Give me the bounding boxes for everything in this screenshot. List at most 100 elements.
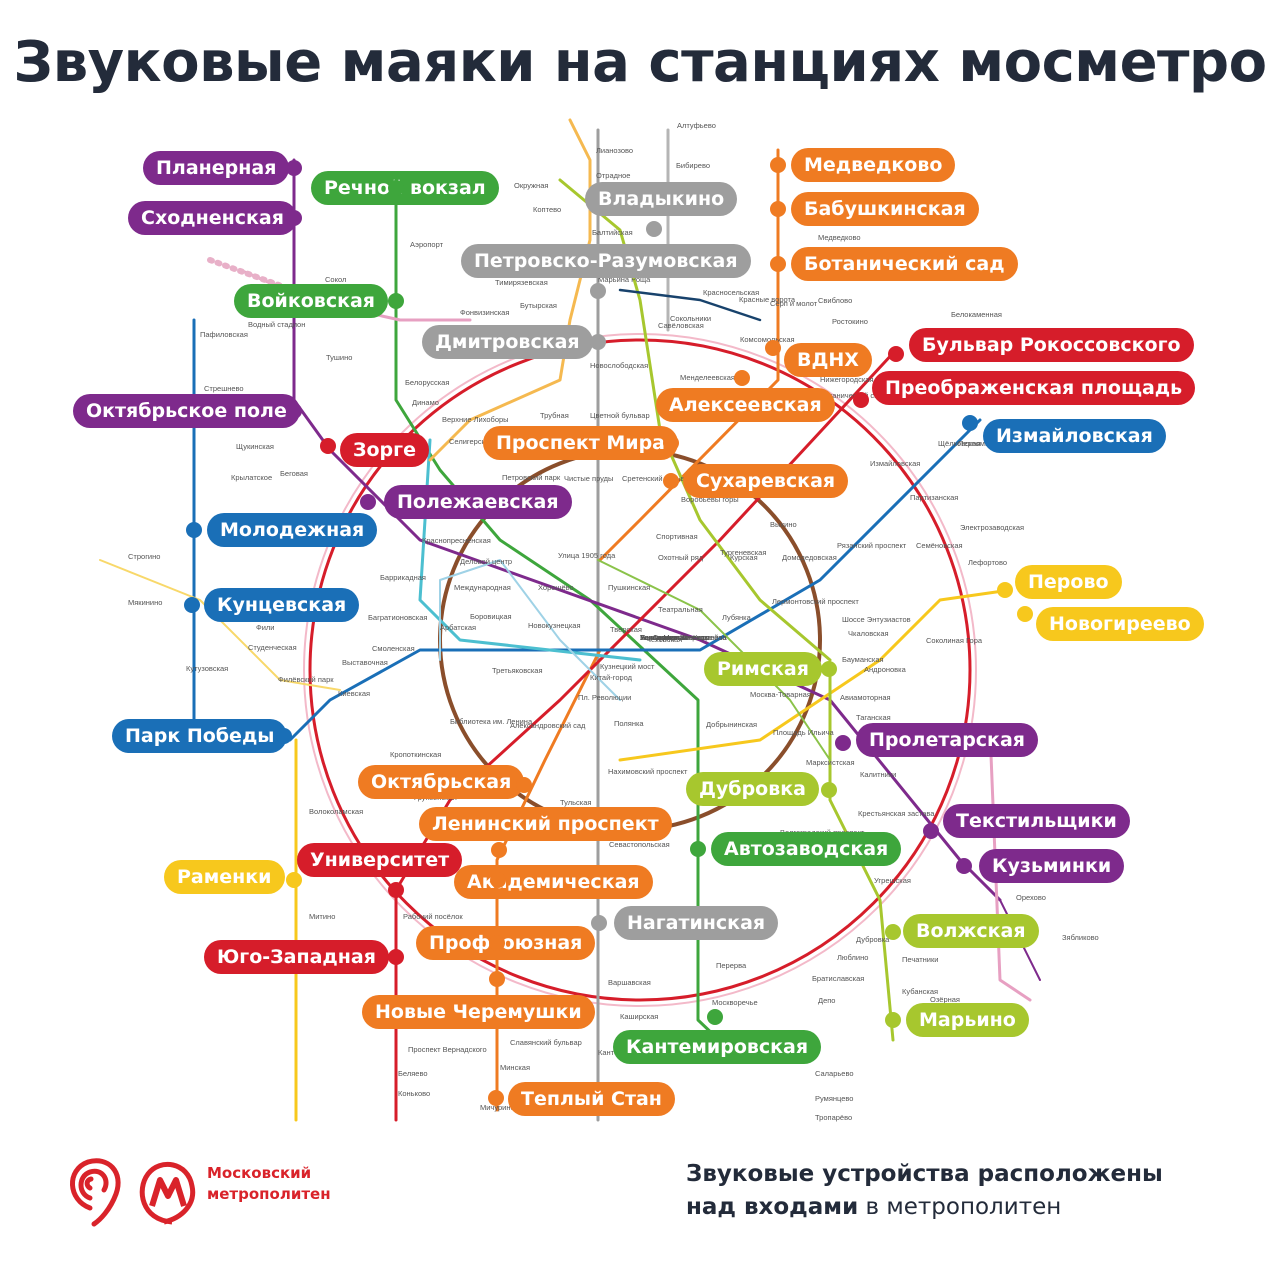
map-station-label: Ул. Сергея Эйзенштейна <box>640 633 728 642</box>
map-station-label: Тургеневская <box>720 548 766 557</box>
station-beacon-label: Бабушкинская <box>791 192 979 226</box>
map-station-label: Тульская <box>560 798 591 807</box>
map-station-label: Комсомольская <box>740 335 795 344</box>
map-station-label: Аэропорт <box>410 240 444 249</box>
map-station-label: Ул. Академика Королёва <box>640 633 727 642</box>
map-station-label: Печатники <box>902 955 938 964</box>
map-station-label: Домодедовская <box>782 553 837 562</box>
station-beacon-label: Ботанический сад <box>791 247 1018 281</box>
map-station-label: Фонвизинская <box>460 308 509 317</box>
map-station-label: Кубанская <box>902 987 938 996</box>
map-station-label: Бутырская <box>520 301 557 310</box>
map-station-label: Свиблово <box>818 296 852 305</box>
station-beacon-label: Кунцевская <box>204 588 360 622</box>
map-station-label: Стрешнево <box>204 384 244 393</box>
station-beacon-marker <box>590 283 606 299</box>
station-beacon-marker <box>663 435 679 451</box>
map-station-label: Зябликово <box>1062 933 1099 942</box>
map-station-label: Варшавская <box>608 978 651 987</box>
station-beacon-marker <box>388 882 404 898</box>
map-station-label: Беговая <box>280 469 308 478</box>
station-beacon-marker <box>286 872 302 888</box>
map-station-label: Серп и молот <box>770 299 818 308</box>
metro-line <box>99 559 341 691</box>
map-station-label: Баррикадная <box>380 573 426 582</box>
map-station-label: Чистые пруды <box>564 474 613 483</box>
station-beacon-label: Дмитровская <box>422 325 593 359</box>
map-station-label: Марксистская <box>806 758 855 767</box>
station-beacon-marker <box>888 346 904 362</box>
map-station-label: Воробьёвы горы <box>681 495 739 504</box>
station-beacon-marker <box>388 293 404 309</box>
station-beacon-marker <box>997 582 1013 598</box>
station-beacon-label: Октябрьское поле <box>73 394 300 428</box>
station-beacon-marker <box>923 823 939 839</box>
map-station-label: Киевская <box>338 689 370 698</box>
map-station-label: Отрадное <box>596 171 630 180</box>
map-station-label: Багратионовская <box>368 613 427 622</box>
station-beacon-marker <box>186 522 202 538</box>
map-station-label: Улица 1905 года <box>558 551 616 560</box>
station-beacon-marker <box>490 872 506 888</box>
station-beacon-label: Профсоюзная <box>416 926 596 960</box>
map-station-label: Красные ворота <box>739 295 796 304</box>
station-beacon-label: Автозаводская <box>711 832 902 866</box>
metro-line <box>618 288 762 322</box>
station-beacon-marker <box>707 1009 723 1025</box>
map-station-label: Кутузовская <box>186 664 228 673</box>
map-station-label: Щукинская <box>236 442 274 451</box>
metro-ring-line <box>308 338 972 1002</box>
map-station-label: Филёвский парк <box>278 675 334 684</box>
map-station-label: Студенческая <box>248 643 297 652</box>
station-beacon-label: Кузьминки <box>979 849 1125 883</box>
station-beacon-marker <box>360 494 376 510</box>
map-station-label: Крылатское <box>231 473 272 482</box>
map-station-label: Менделеевская <box>680 373 735 382</box>
map-station-label: Смоленская <box>372 644 415 653</box>
map-station-label: Калитники <box>860 770 896 779</box>
map-station-label: Озёрная <box>930 995 960 1004</box>
station-beacon-label: Текстильщики <box>943 804 1130 838</box>
station-beacon-label: Алексеевская <box>656 388 835 422</box>
map-station-label: Пушкинская <box>608 583 650 592</box>
map-station-label: Красносельская <box>703 288 759 297</box>
station-beacon-marker <box>734 370 750 386</box>
metro-logo-text: Московский метрополитен <box>207 1164 331 1203</box>
map-station-label: Тимирязевская <box>495 278 548 287</box>
map-station-label: Новослободская <box>590 361 648 370</box>
map-station-label: Телецентр <box>640 633 677 642</box>
station-beacon-marker <box>590 334 606 350</box>
station-beacon-marker <box>885 1012 901 1028</box>
map-station-label: Тушино <box>326 353 352 362</box>
map-station-label: Лианозово <box>596 146 633 155</box>
map-station-label: Фили <box>256 623 274 632</box>
station-beacon-label: Нагатинская <box>614 906 779 940</box>
station-beacon-label: Октябрьская <box>358 765 525 799</box>
map-station-label: Первомайская <box>958 439 1009 448</box>
map-station-label: Боровицкая <box>470 612 512 621</box>
map-station-label: Сокольники <box>670 314 711 323</box>
station-beacon-label: Академическая <box>454 865 653 899</box>
map-station-label: Тропарёво <box>815 1113 852 1122</box>
station-beacon-marker <box>388 949 404 965</box>
station-beacon-label: Раменки <box>164 860 285 894</box>
footer-note: Звуковые устройства расположены над вход… <box>686 1161 1163 1220</box>
map-station-label: Партизанская <box>910 493 958 502</box>
map-station-label: Орехово <box>1016 893 1046 902</box>
station-beacon-marker <box>853 392 869 408</box>
map-station-label: Деловой центр <box>460 557 512 566</box>
map-station-label: Коньково <box>398 1089 430 1098</box>
map-station-label: Саларьево <box>815 1069 854 1078</box>
station-beacon-label: Юго-Западная <box>204 940 389 974</box>
station-beacon-label: Новые Черемушки <box>362 995 595 1029</box>
map-station-label: Лубянка <box>722 613 752 622</box>
station-beacon-marker <box>488 1090 504 1106</box>
map-station-label: Электрозаводская <box>960 523 1024 532</box>
map-station-label: Третьяковская <box>492 666 543 675</box>
map-station-label: Семёновская <box>916 541 963 550</box>
station-beacon-label: Университет <box>297 843 463 877</box>
map-station-label: Спортивная <box>656 532 698 541</box>
map-station-label: Братиславская <box>812 974 864 983</box>
station-beacon-label: Петровско-Разумовская <box>461 244 751 278</box>
map-station-label: Шоссе Энтузиастов <box>842 615 911 624</box>
